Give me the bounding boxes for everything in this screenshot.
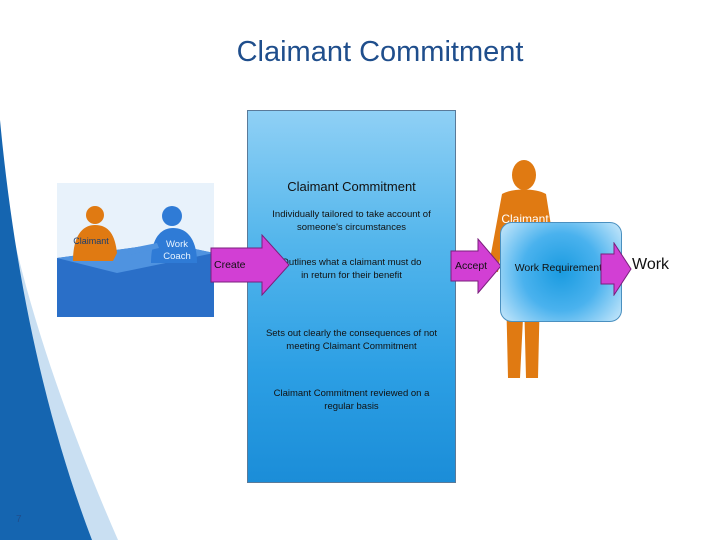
commitment-point: Outlines what a claimant must do in retu… [281, 257, 422, 281]
meeting-claimant-label: Claimant [73, 236, 109, 246]
work-arrow [600, 242, 632, 296]
commitment-point: Claimant Commitment reviewed on a regula… [273, 388, 430, 412]
create-arrow [210, 234, 290, 296]
work-requirements-label: Work Requirements [514, 262, 608, 274]
meeting-illustration [57, 183, 214, 317]
work-label: Work [632, 256, 670, 273]
accept-arrow [450, 238, 502, 294]
commitment-point: Individually tailored to take account of… [272, 209, 431, 233]
panel-heading: Claimant Commitment [287, 179, 416, 194]
page-number: 7 [16, 514, 22, 525]
decorative-swoosh [0, 0, 118, 540]
create-arrow-label: Create [214, 259, 246, 271]
accept-arrow-label: Accept [455, 260, 488, 272]
meeting-work-coach-label: Work Coach [163, 239, 191, 262]
commitment-point: Sets out clearly the consequences of not… [265, 328, 438, 352]
commitment-panel: Claimant Commitment Individually tailore… [247, 110, 456, 483]
slide-title: Claimant Commitment [236, 36, 524, 68]
